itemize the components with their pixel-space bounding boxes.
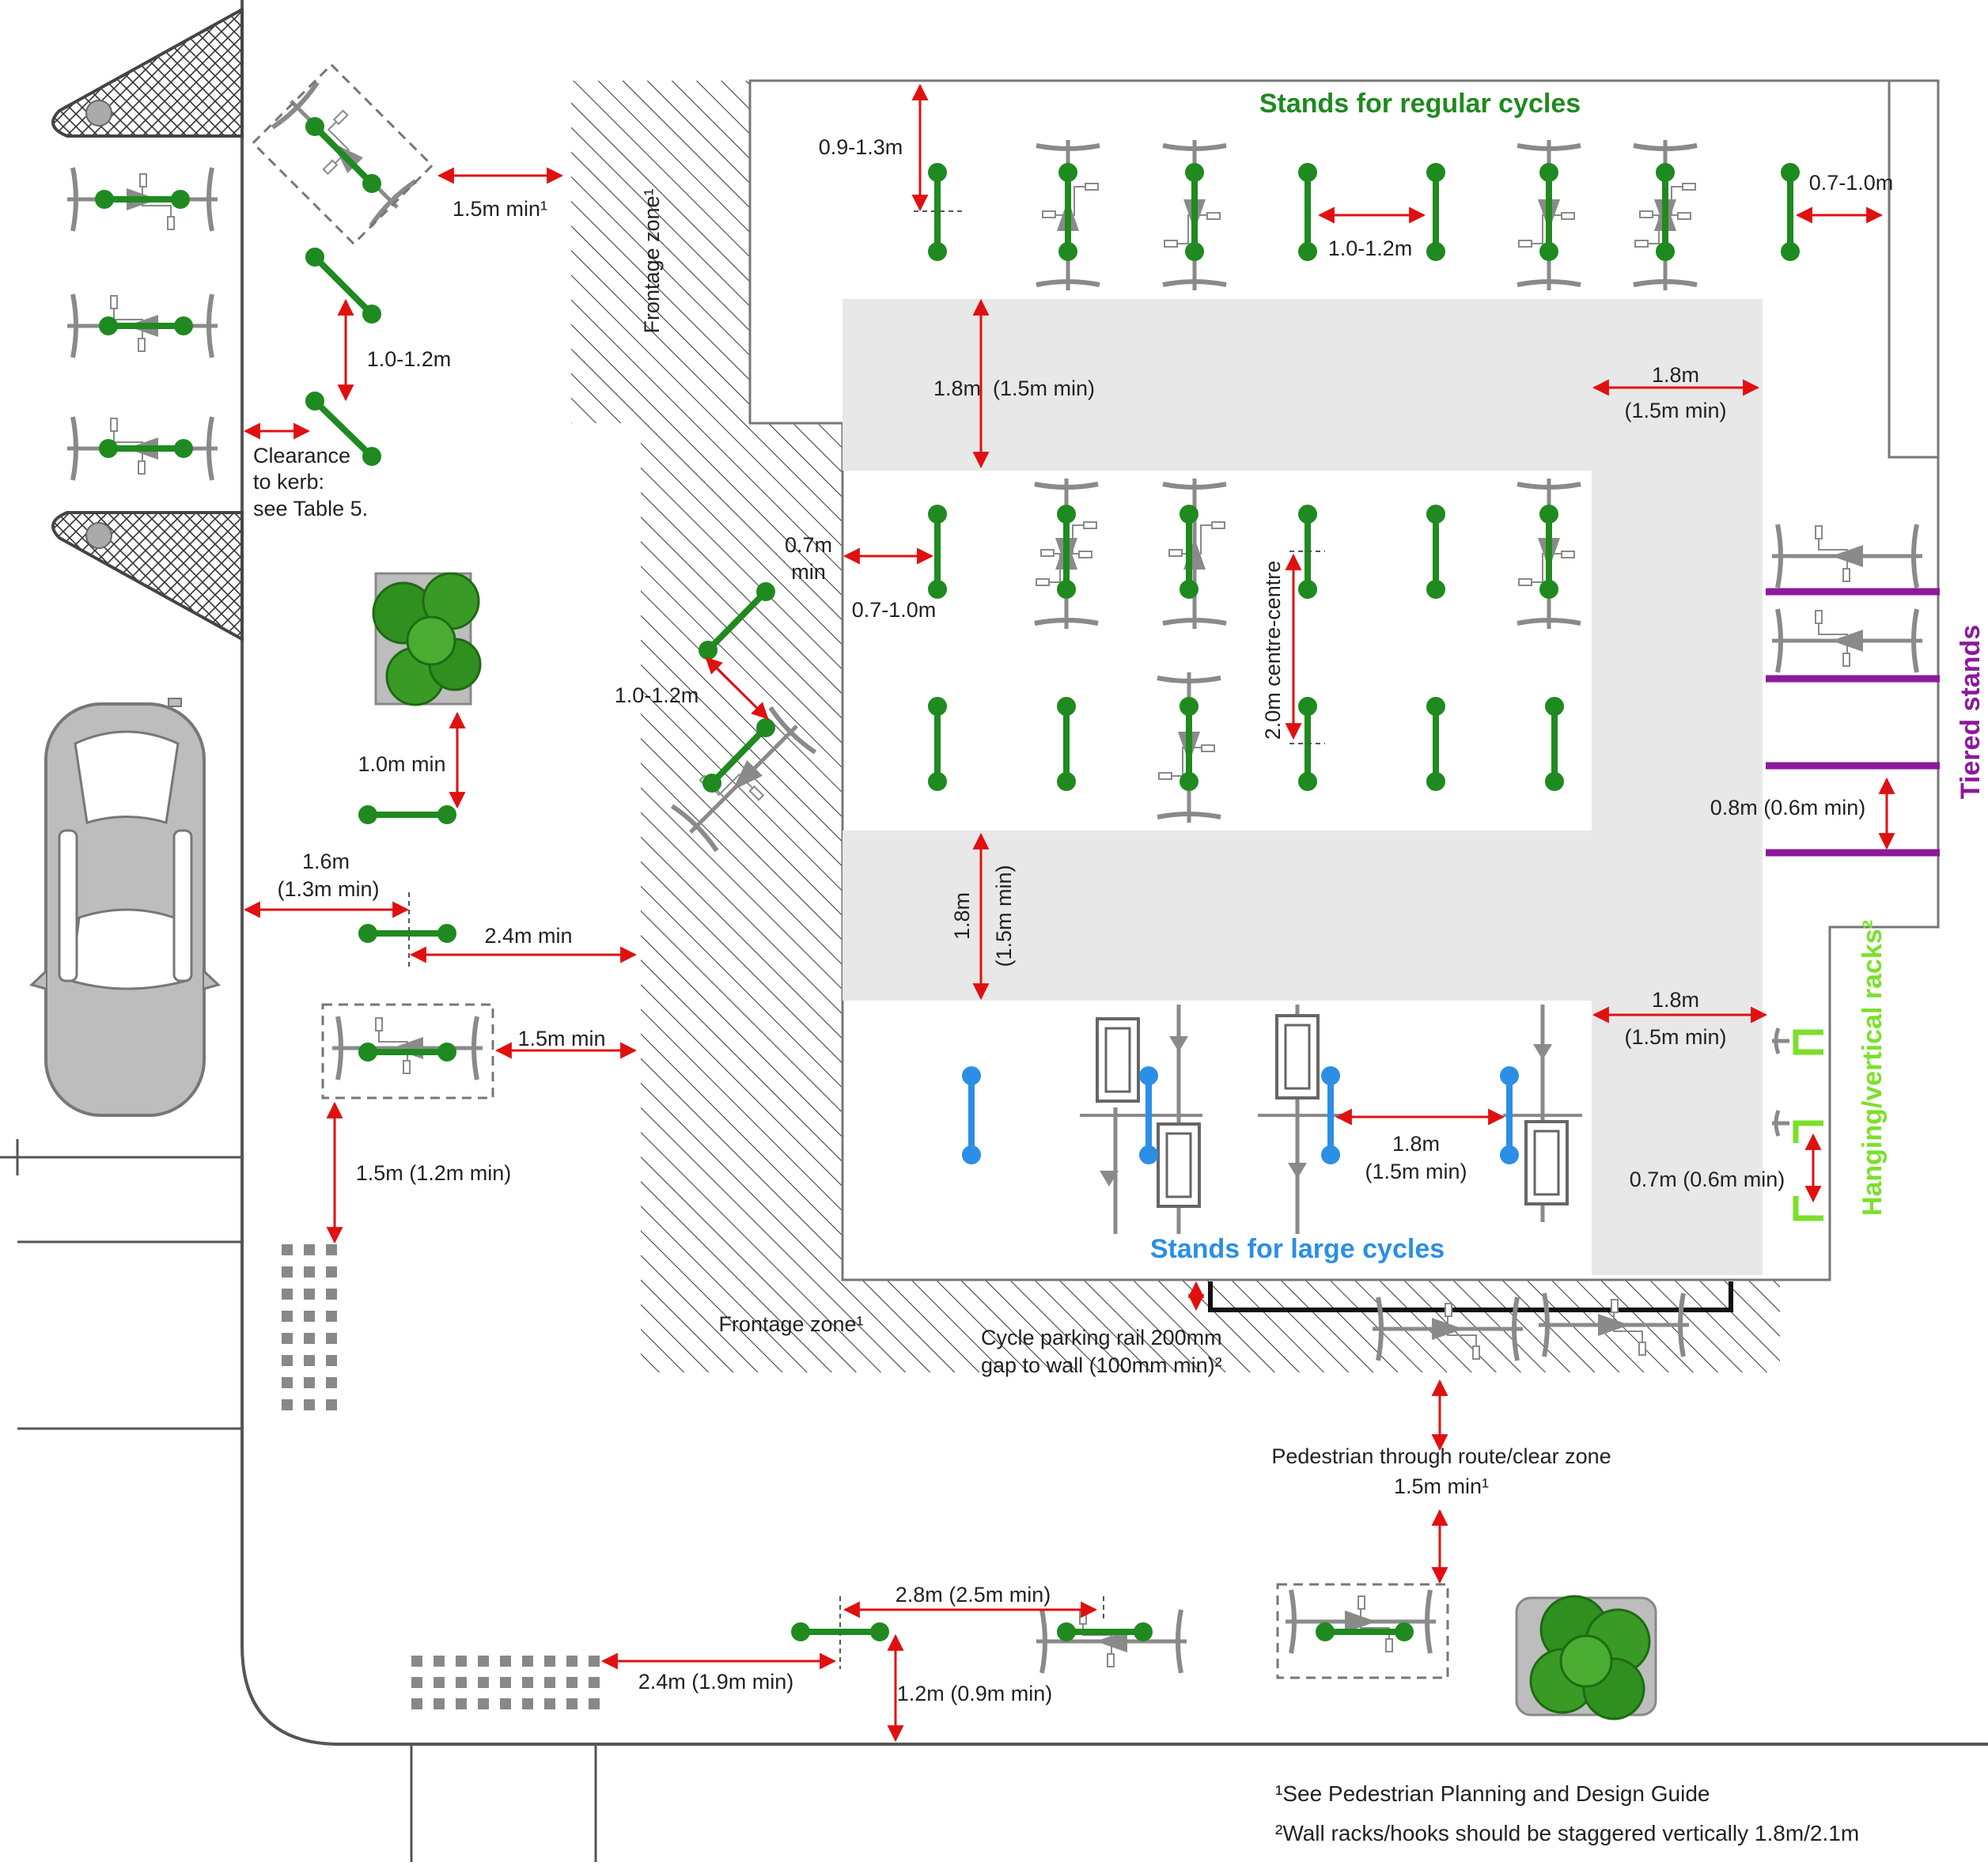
label-frontage-zone-top: Frontage zone¹ xyxy=(640,188,664,333)
cycle-parking-rail xyxy=(1208,1281,1733,1312)
kerb-build-out-bottom xyxy=(51,511,244,642)
dim-1.2m-0.9m: 1.2m (0.9m min) xyxy=(897,1682,1053,1705)
label-clearance-line1: Clearance xyxy=(253,444,350,467)
footnote-1: ¹See Pedestrian Planning and Design Guid… xyxy=(1275,1781,1710,1806)
dim-1.6m-2: (1.3m min) xyxy=(277,877,379,901)
dim-0.7m-min-1: 0.7m xyxy=(785,533,832,557)
hanging-racks xyxy=(1793,1029,1823,1221)
regular-stands xyxy=(95,117,1800,1641)
kerb-line xyxy=(240,0,1988,1746)
label-frontage-zone-bottom: Frontage zone¹ xyxy=(718,1312,863,1336)
reference-lines xyxy=(408,210,1325,1669)
dim-aisle-mid-1: 1.8m xyxy=(950,892,974,940)
dim-1.0-1.2m-left: 1.0-1.2m xyxy=(367,347,452,371)
dim-0.7-1.0m-top: 0.7-1.0m xyxy=(1809,171,1894,195)
dim-0.7m-0.6m: 0.7m (0.6m min) xyxy=(1630,1168,1785,1191)
dim-aisle-right-top-2: (1.5m min) xyxy=(1624,399,1726,422)
dim-0.7m-min-2: min xyxy=(791,560,826,584)
dim-0.9-1.3m: 0.9-1.3m xyxy=(819,135,903,159)
tree-planter-icon xyxy=(1515,1595,1657,1720)
bay-outline xyxy=(1276,1583,1449,1679)
bay-outline xyxy=(251,62,434,246)
label-pedestrian-line2: 1.5m min¹ xyxy=(1394,1474,1489,1498)
dim-1.0-1.2m-top: 1.0-1.2m xyxy=(1328,237,1413,260)
dim-aisle-right-top-1: 1.8m xyxy=(1652,363,1699,387)
heading-tiered-stands: Tiered stands xyxy=(1956,625,1986,799)
dim-large-gap-1: 1.8m xyxy=(1392,1132,1440,1156)
label-clearance-line2: to kerb: xyxy=(253,470,324,494)
heading-regular-cycles: Stands for regular cycles xyxy=(1259,89,1581,119)
dim-1.0m-min: 1.0m min xyxy=(358,752,445,776)
dim-2.8m: 2.8m (2.5m min) xyxy=(896,1583,1051,1607)
dim-1.0-1.2m-diag: 1.0-1.2m xyxy=(615,683,699,707)
dim-1.5m-1.2m: 1.5m (1.2m min) xyxy=(356,1161,512,1185)
dim-aisle-mid-2: (1.5m min) xyxy=(992,865,1016,967)
footnote-2: ²Wall racks/hooks should be staggered ve… xyxy=(1275,1821,1859,1845)
dim-1.5m-min-mid: 1.5m min xyxy=(517,1027,605,1050)
tactile-paving-horizontal xyxy=(411,1656,600,1709)
label-pedestrian-line1: Pedestrian through route/clear zone xyxy=(1271,1444,1611,1468)
dim-aisle-right-bot-2: (1.5m min) xyxy=(1624,1025,1726,1049)
label-rail-line2: gap to wall (100mm min)² xyxy=(981,1353,1222,1377)
frontage-zone-hatch xyxy=(571,81,1780,1372)
tiered-stands xyxy=(1766,588,1940,857)
dim-aisle-right-bot-1: 1.8m xyxy=(1652,988,1699,1012)
label-rail-line1: Cycle parking rail 200mm xyxy=(981,1326,1222,1349)
large-stands xyxy=(962,1066,1519,1164)
bay-outline xyxy=(321,1003,494,1100)
dim-1.6m-1: 1.6m xyxy=(302,850,350,873)
tactile-paving-vertical xyxy=(282,1244,337,1410)
large-cycles xyxy=(1080,1005,1582,1234)
car-icon xyxy=(29,698,221,1117)
dim-1.5m-min-top: 1.5m min¹ xyxy=(453,197,547,221)
dim-centre-centre: 2.0m centre-centre xyxy=(1261,561,1285,740)
kerb-build-out-top xyxy=(51,6,244,138)
dim-0.8m: 0.8m (0.6m min) xyxy=(1710,796,1866,819)
dim-aisle-top-vertical: 1.8m (1.5m min) xyxy=(933,377,1095,400)
aisle-area xyxy=(843,299,1763,1275)
label-clearance-line3: see Table 5. xyxy=(253,497,368,520)
dim-2.4m-min: 2.4m min xyxy=(484,924,572,948)
dim-large-gap-2: (1.5m min) xyxy=(1365,1160,1467,1183)
heading-hanging-racks: Hanging/vertical racks² xyxy=(1857,920,1888,1216)
heading-large-cycles: Stands for large cycles xyxy=(1150,1234,1445,1264)
dim-2.4m-1.9m: 2.4m (1.9m min) xyxy=(638,1670,794,1694)
dim-0.7-1.0m-mid: 0.7-1.0m xyxy=(852,598,937,622)
dimension-arrows xyxy=(243,83,1895,1743)
tree-planter-icon xyxy=(372,572,482,706)
